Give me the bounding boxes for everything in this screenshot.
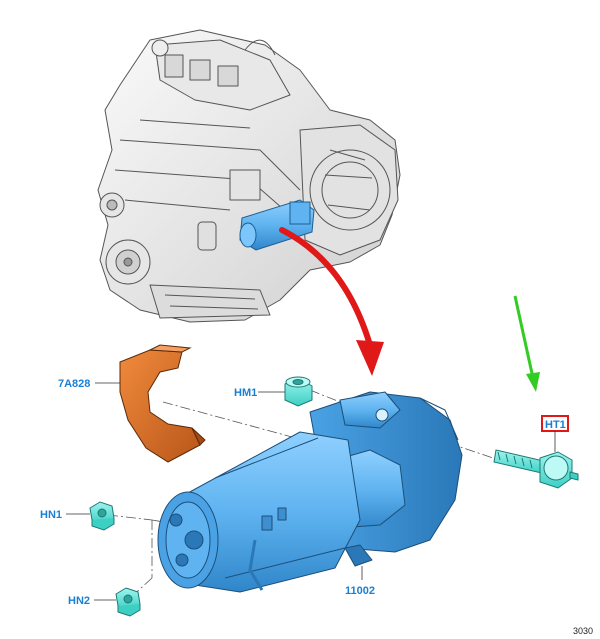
bushing-hm1-part [284,376,313,407]
callout-hn1: HN1 [40,509,90,521]
starter-location-highlight [239,199,315,251]
locator-arrow [279,227,384,376]
figure-number: 3030 [573,626,593,636]
callout-label-11002: 11002 [345,585,375,597]
callout-label-ht1: HT1 [545,419,566,431]
callout-hn2: HN2 [68,595,116,607]
nut-hn1-part [89,501,115,531]
starter-motor-part [157,391,463,593]
callout-hm1: HM1 [234,387,285,399]
callout-7a828: 7A828 [58,378,120,390]
bolt-ht1-part [493,449,579,489]
callout-label-hn2: HN2 [68,595,90,607]
callout-label-7a828: 7A828 [58,378,90,390]
engine-assembly-illustration [97,29,401,323]
attention-arrow [513,295,540,392]
callout-label-hn1: HN1 [40,509,62,521]
nut-hn2-part [115,587,141,617]
callout-ht1: HT1 [541,415,569,452]
heat-shield-part [119,344,206,463]
callout-label-hm1: HM1 [234,387,257,399]
callout-11002: 11002 [345,566,375,597]
